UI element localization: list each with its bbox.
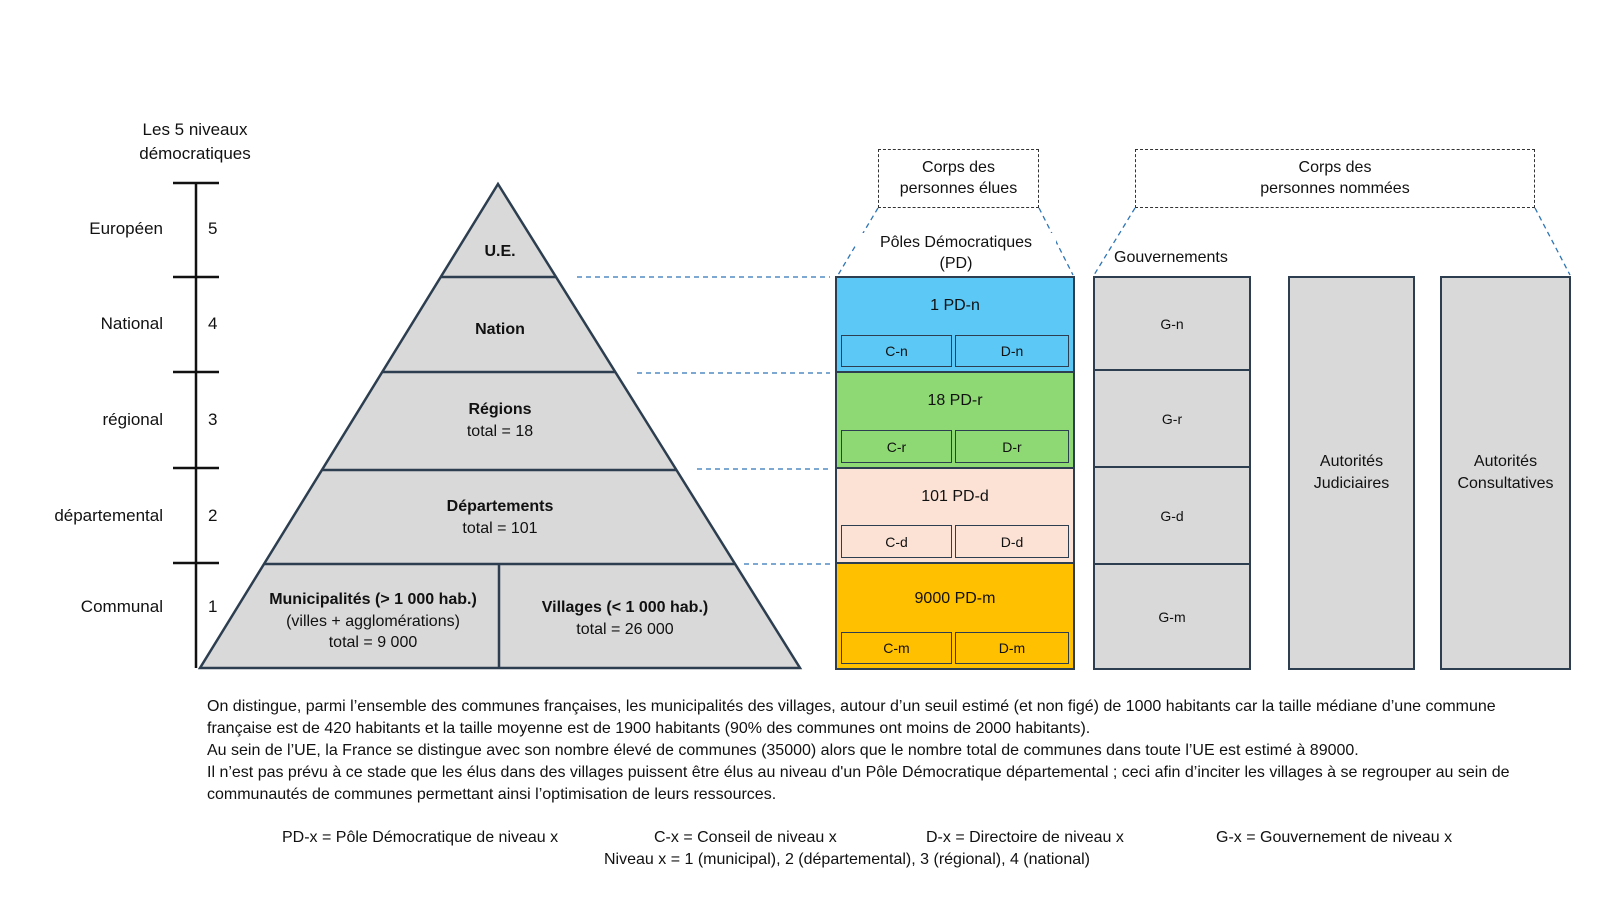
pyramid-municipalites-total: total = 9 000 [328,634,418,652]
pyramid-departements: Départements total = 101 [380,496,620,539]
judicial-authorities: Autorités Judiciaires [1288,276,1415,670]
pole-divider [835,562,1075,564]
pyramid-ue-label: U.E. [484,243,516,260]
level-label-regional: régional [102,410,164,429]
level-number: 2 [208,506,218,525]
pyramid-municipalites-sub: (villes + agglomérations) [286,612,460,630]
pole-regional: 18 PD-r C-r D-r [837,373,1073,467]
poles-column [835,276,1075,670]
pole-departmental: 101 PD-d C-d D-d [837,469,1073,562]
government-municipal: G-m [1093,563,1251,670]
pyramid-villages-total: total = 26 000 [576,620,674,638]
consultative-authorities-line1: Autorités [1473,453,1538,471]
governments-label: Gouvernements [1114,249,1228,267]
pyramid-nation-label: Nation [475,321,525,338]
legend-niveau: Niveau x = 1 (municipal), 2 (département… [604,851,1091,868]
directory-municipal: D-m [955,632,1069,664]
council-regional: C-r [841,430,952,463]
header-fan-line [1093,207,1136,276]
elected-header-line2: personnes élues [899,179,1018,197]
pole-national-title: 1 PD-n [930,297,980,314]
government-departmental: G-d [1093,466,1251,565]
poles-label: Pôles Démocratiques (PD) [856,233,1056,275]
level-number: 4 [208,314,218,333]
council-departmental: C-d [841,525,952,558]
legend-c: C-x = Conseil de niveau x [654,829,837,846]
elected-header-line1: Corps des [922,158,995,176]
pole-municipal-title: 9000 PD-m [914,590,996,607]
judicial-authorities-line2: Judiciaires [1313,475,1390,492]
pyramid-villages-title: Villages (< 1 000 hab.) [541,599,709,616]
level-label-departmental: départemental [54,506,163,525]
poles-label-line2: (PD) [939,254,973,272]
note-thresholds: On distingue, parmi l’ensemble des commu… [207,698,1496,738]
pyramid-villages: Villages (< 1 000 hab.) total = 26 000 [515,597,735,640]
legend-g: G-x = Gouvernement de niveau x [1216,829,1453,846]
pyramid-municipalites: Municipalités (> 1 000 hab.) (villes + a… [248,589,498,654]
pole-divider [835,371,1075,373]
scale-title: Les 5 niveaux démocratiques [120,118,270,166]
pole-divider [835,467,1075,469]
directory-national: D-n [955,335,1069,367]
pyramid-regions-total: total = 18 [466,422,534,440]
note-eu-communes: Au sein de l’UE, la France se distingue … [207,742,1359,760]
council-national: C-n [841,335,952,367]
level-number: 3 [208,410,218,429]
pole-municipal: 9000 PD-m C-m D-m [837,564,1073,668]
header-fan-line [1534,207,1571,276]
government-national: G-n [1093,276,1251,371]
pyramid-regions-title: Régions [468,401,532,418]
scale-title-line2: démocratiques [139,143,251,163]
consultative-authorities-line2: Consultatives [1457,475,1554,492]
pole-departmental-title: 101 PD-d [921,488,989,505]
consultative-authorities: Autorités Consultatives [1440,276,1571,670]
appointed-header-line1: Corps des [1298,158,1372,176]
legend-pd: PD-x = Pôle Démocratique de niveau x [282,829,559,846]
directory-departmental: D-d [955,525,1069,558]
elected-header-box: Corps des personnes élues [878,149,1039,208]
pyramid-municipalites-title: Municipalités (> 1 000 hab.) [269,591,477,608]
pyramid-departements-total: total = 101 [462,519,538,537]
council-municipal: C-m [841,632,952,664]
notes-paragraph: On distingue, parmi l’ensemble des commu… [207,696,1547,806]
note-villages: Il n’est pas prévu à ce stade que les él… [207,764,1510,804]
level-number: 1 [208,597,218,616]
level-label-european: Européen [89,219,163,238]
appointed-header-line2: personnes nommées [1260,179,1410,197]
level-label-national: National [100,314,163,333]
appointed-header-box: Corps des personnes nommées [1135,149,1535,208]
scale-title-line1: Les 5 niveaux [142,120,248,139]
header-fan-line [1038,207,1074,276]
level-number: 5 [208,219,218,238]
level-label-communal: Communal [80,597,163,616]
government-regional: G-r [1093,369,1251,468]
pyramid-regions: Régions total = 18 [400,399,600,442]
judicial-authorities-line1: Autorités [1319,453,1384,471]
directory-regional: D-r [955,430,1069,463]
poles-label-line1: Pôles Démocratiques [879,234,1033,251]
legend-d: D-x = Directoire de niveau x [926,829,1124,846]
pole-regional-title: 18 PD-r [927,392,983,409]
pyramid-departements-title: Départements [446,498,554,515]
pole-national: 1 PD-n C-n D-n [837,278,1073,371]
